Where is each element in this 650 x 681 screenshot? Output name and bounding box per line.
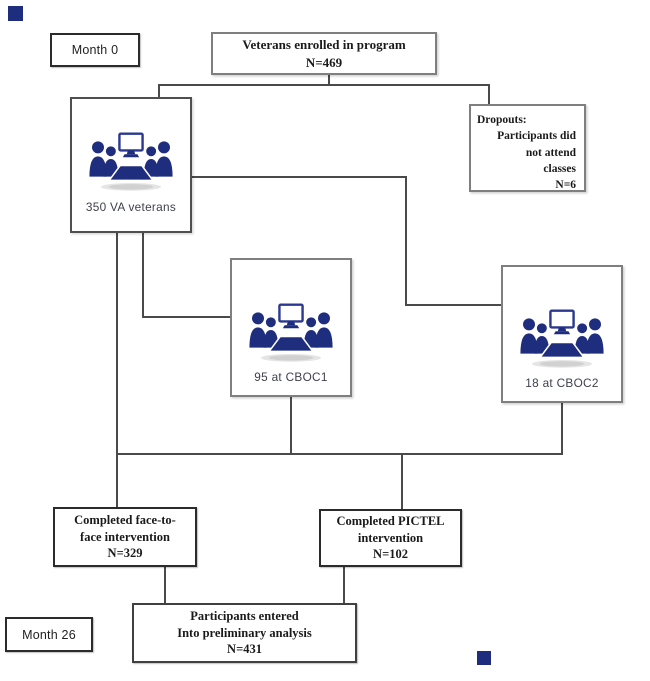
month0-box: Month 0 (50, 33, 140, 67)
pictel-count: N=102 (373, 547, 408, 562)
connector-line (405, 176, 407, 305)
dropouts-count: N=6 (555, 179, 576, 192)
va-veterans-box: 350 VA veterans (70, 97, 192, 233)
dropouts-line: Participants did (497, 130, 576, 143)
cboc2-box: 18 at CBOC2 (501, 265, 623, 403)
decor-navy-square-top-icon (8, 6, 23, 21)
connector-line (142, 233, 144, 318)
va-veterans-label: 350 VA veterans (85, 200, 177, 214)
cboc1-label: 95 at CBOC1 (254, 370, 328, 384)
connector-line (192, 176, 407, 178)
month26-label: Month 26 (22, 627, 76, 642)
f2f-line: face intervention (80, 529, 170, 544)
connector-line (561, 403, 563, 455)
enrolled-count: N=469 (305, 54, 343, 70)
connector-line (405, 304, 501, 306)
connector-line (116, 233, 118, 507)
pictel-line: Completed PICTEL (336, 514, 445, 529)
cboc2-label: 18 at CBOC2 (525, 376, 599, 390)
connector-line (116, 453, 563, 455)
connector-line (158, 84, 489, 86)
decor-navy-square-bottom-icon (477, 651, 491, 665)
connector-line (142, 316, 230, 318)
f2f-line: Completed face-to- (74, 513, 176, 528)
dropouts-line: classes (543, 162, 576, 175)
dropouts-line: not attend (525, 146, 576, 159)
analysis-count: N=431 (227, 642, 262, 657)
connector-line (328, 75, 330, 84)
connector-line (488, 84, 490, 104)
connector-line (164, 567, 166, 603)
connector-line (290, 397, 292, 455)
connector-line (401, 453, 403, 509)
month26-box: Month 26 (5, 617, 93, 652)
f2f-count: N=329 (107, 546, 143, 561)
video-conference-meeting-icon (249, 303, 333, 362)
analysis-line: Participants entered (190, 609, 299, 624)
enrolled-box: Veterans enrolled in program N=469 (211, 32, 437, 75)
completed-pictel-box: Completed PICTEL intervention N=102 (319, 509, 462, 567)
month0-label: Month 0 (71, 43, 119, 57)
enrolled-title: Veterans enrolled in program (242, 36, 406, 52)
analysis-line: Into preliminary analysis (177, 625, 312, 640)
completed-f2f-box: Completed face-to- face intervention N=3… (53, 507, 197, 567)
pictel-line: intervention (357, 530, 424, 545)
dropouts-box: Dropouts: Participants did not attend cl… (469, 104, 586, 192)
analysis-box: Participants entered Into preliminary an… (132, 603, 357, 663)
video-conference-meeting-icon (520, 309, 604, 368)
connector-line (343, 567, 345, 603)
cboc1-box: 95 at CBOC1 (230, 258, 352, 397)
connector-line (158, 84, 160, 97)
dropouts-title: Dropouts: (477, 114, 527, 126)
video-conference-meeting-icon (89, 132, 173, 191)
